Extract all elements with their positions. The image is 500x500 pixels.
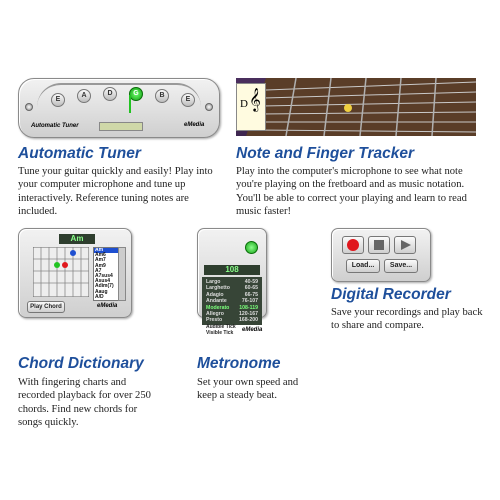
chord-list-item[interactable]: Aaug [95, 288, 108, 295]
tempo-row[interactable]: Moderato 108-119 [202, 305, 262, 311]
tuner-arc [37, 83, 201, 107]
tuning-peg-5[interactable]: B [155, 89, 169, 103]
tuner-needle [129, 95, 131, 113]
tempo-name: Allegro [206, 311, 224, 318]
chord-list-item[interactable]: A/D [95, 293, 104, 300]
tempo-range: 76-107 [241, 298, 258, 305]
tempo-range: 108-119 [239, 304, 258, 311]
visible-tick-label[interactable]: Visible Tick [206, 330, 234, 336]
tempo-range: 66-75 [244, 291, 258, 298]
brand-logo: eMedia [242, 327, 263, 333]
tuning-peg-1[interactable]: E [51, 93, 65, 107]
tuner-description: Tune your guitar quickly and easily! Pla… [18, 166, 213, 218]
metronome-description: Set your own speed and keep a steady bea… [197, 377, 299, 402]
tempo-name: Presto [206, 317, 223, 324]
note-card: D 𝄞 [236, 83, 266, 131]
tempo-row[interactable]: Andante 76-107 [202, 298, 262, 304]
chord-description: With fingering charts and recorded playb… [18, 377, 151, 429]
chord-name: Am [59, 234, 95, 244]
tempo-row[interactable]: Larghetto 60-65 [202, 285, 262, 291]
tuner-panel-label: Automatic Tuner [31, 123, 79, 129]
record-button[interactable] [342, 236, 364, 254]
treble-clef-icon: 𝄞 [249, 89, 261, 111]
tracker-description: Play into the computer's microphone to s… [236, 166, 467, 218]
tempo-range: 168-200 [238, 317, 258, 324]
chord-list-item[interactable]: Am9 [95, 262, 106, 269]
stop-button[interactable] [368, 236, 390, 254]
chord-list-item[interactable]: Am [94, 248, 118, 254]
fretboard-image: D 𝄞 [236, 78, 476, 136]
tuning-peg-2[interactable]: A [77, 89, 91, 103]
chord-title: Chord Dictionary [18, 355, 144, 372]
audible-tick-label[interactable]: Audible Tick [206, 324, 236, 330]
bpm-display: 108 [204, 265, 260, 275]
chord-list-item[interactable]: Adim(7) [95, 283, 114, 290]
screw-icon [205, 103, 213, 111]
record-icon [347, 239, 359, 251]
stop-icon [374, 240, 384, 250]
chord-list-item[interactable]: A7sus4 [95, 273, 113, 280]
tuning-peg-3[interactable]: D [103, 87, 117, 101]
chord-list-item[interactable]: Am6 [95, 252, 106, 259]
play-chord-button[interactable]: Play Chord [27, 301, 65, 313]
chord-diagram [33, 247, 89, 297]
screw-icon [25, 103, 33, 111]
tuning-peg-6[interactable]: E [181, 93, 195, 107]
metronome-light-icon [245, 241, 258, 254]
tempo-name: Largo [206, 279, 221, 285]
fretboard-svg [246, 78, 476, 136]
load-button[interactable]: Load... [346, 259, 380, 273]
metronome-title: Metronome [197, 355, 281, 372]
tempo-name: Andante [206, 298, 227, 305]
tempo-range: 120-167 [238, 311, 258, 318]
tempo-range: 40-59 [244, 279, 258, 285]
play-button[interactable] [394, 236, 416, 254]
play-icon [401, 240, 411, 250]
recorder-title: Digital Recorder [331, 286, 451, 303]
recorder-description: Save your recordings and play back to sh… [331, 307, 483, 332]
tuner-title: Automatic Tuner [18, 145, 141, 162]
tempo-row[interactable]: Allegro 120-167 [202, 311, 262, 317]
save-button[interactable]: Save... [384, 259, 418, 273]
tempo-name: Larghetto [206, 285, 230, 292]
tempo-row[interactable]: Largo 40-59 [202, 279, 262, 285]
tracker-title: Note and Finger Tracker [236, 145, 415, 162]
tempo-name: Moderato [206, 304, 230, 311]
tempo-row[interactable]: Presto 168-200 [202, 317, 262, 323]
brand-logo: eMedia [184, 122, 205, 128]
tempo-name: Adagio [206, 291, 224, 298]
chord-list-scrollbar[interactable] [118, 247, 126, 301]
recorder-panel: Load... Save... [331, 228, 431, 282]
tempo-range: 60-65 [244, 285, 258, 292]
chord-list-item[interactable]: Asus4 [95, 278, 111, 285]
note-label: D [240, 98, 248, 110]
chord-list-item[interactable]: A7 [95, 267, 102, 274]
tuner-meter [99, 122, 143, 131]
tuning-peg-4[interactable]: G [129, 87, 143, 101]
tempo-row[interactable]: Adagio 66-75 [202, 292, 262, 298]
brand-logo: eMedia [97, 303, 118, 309]
chord-list-item[interactable]: Am7 [95, 257, 106, 264]
